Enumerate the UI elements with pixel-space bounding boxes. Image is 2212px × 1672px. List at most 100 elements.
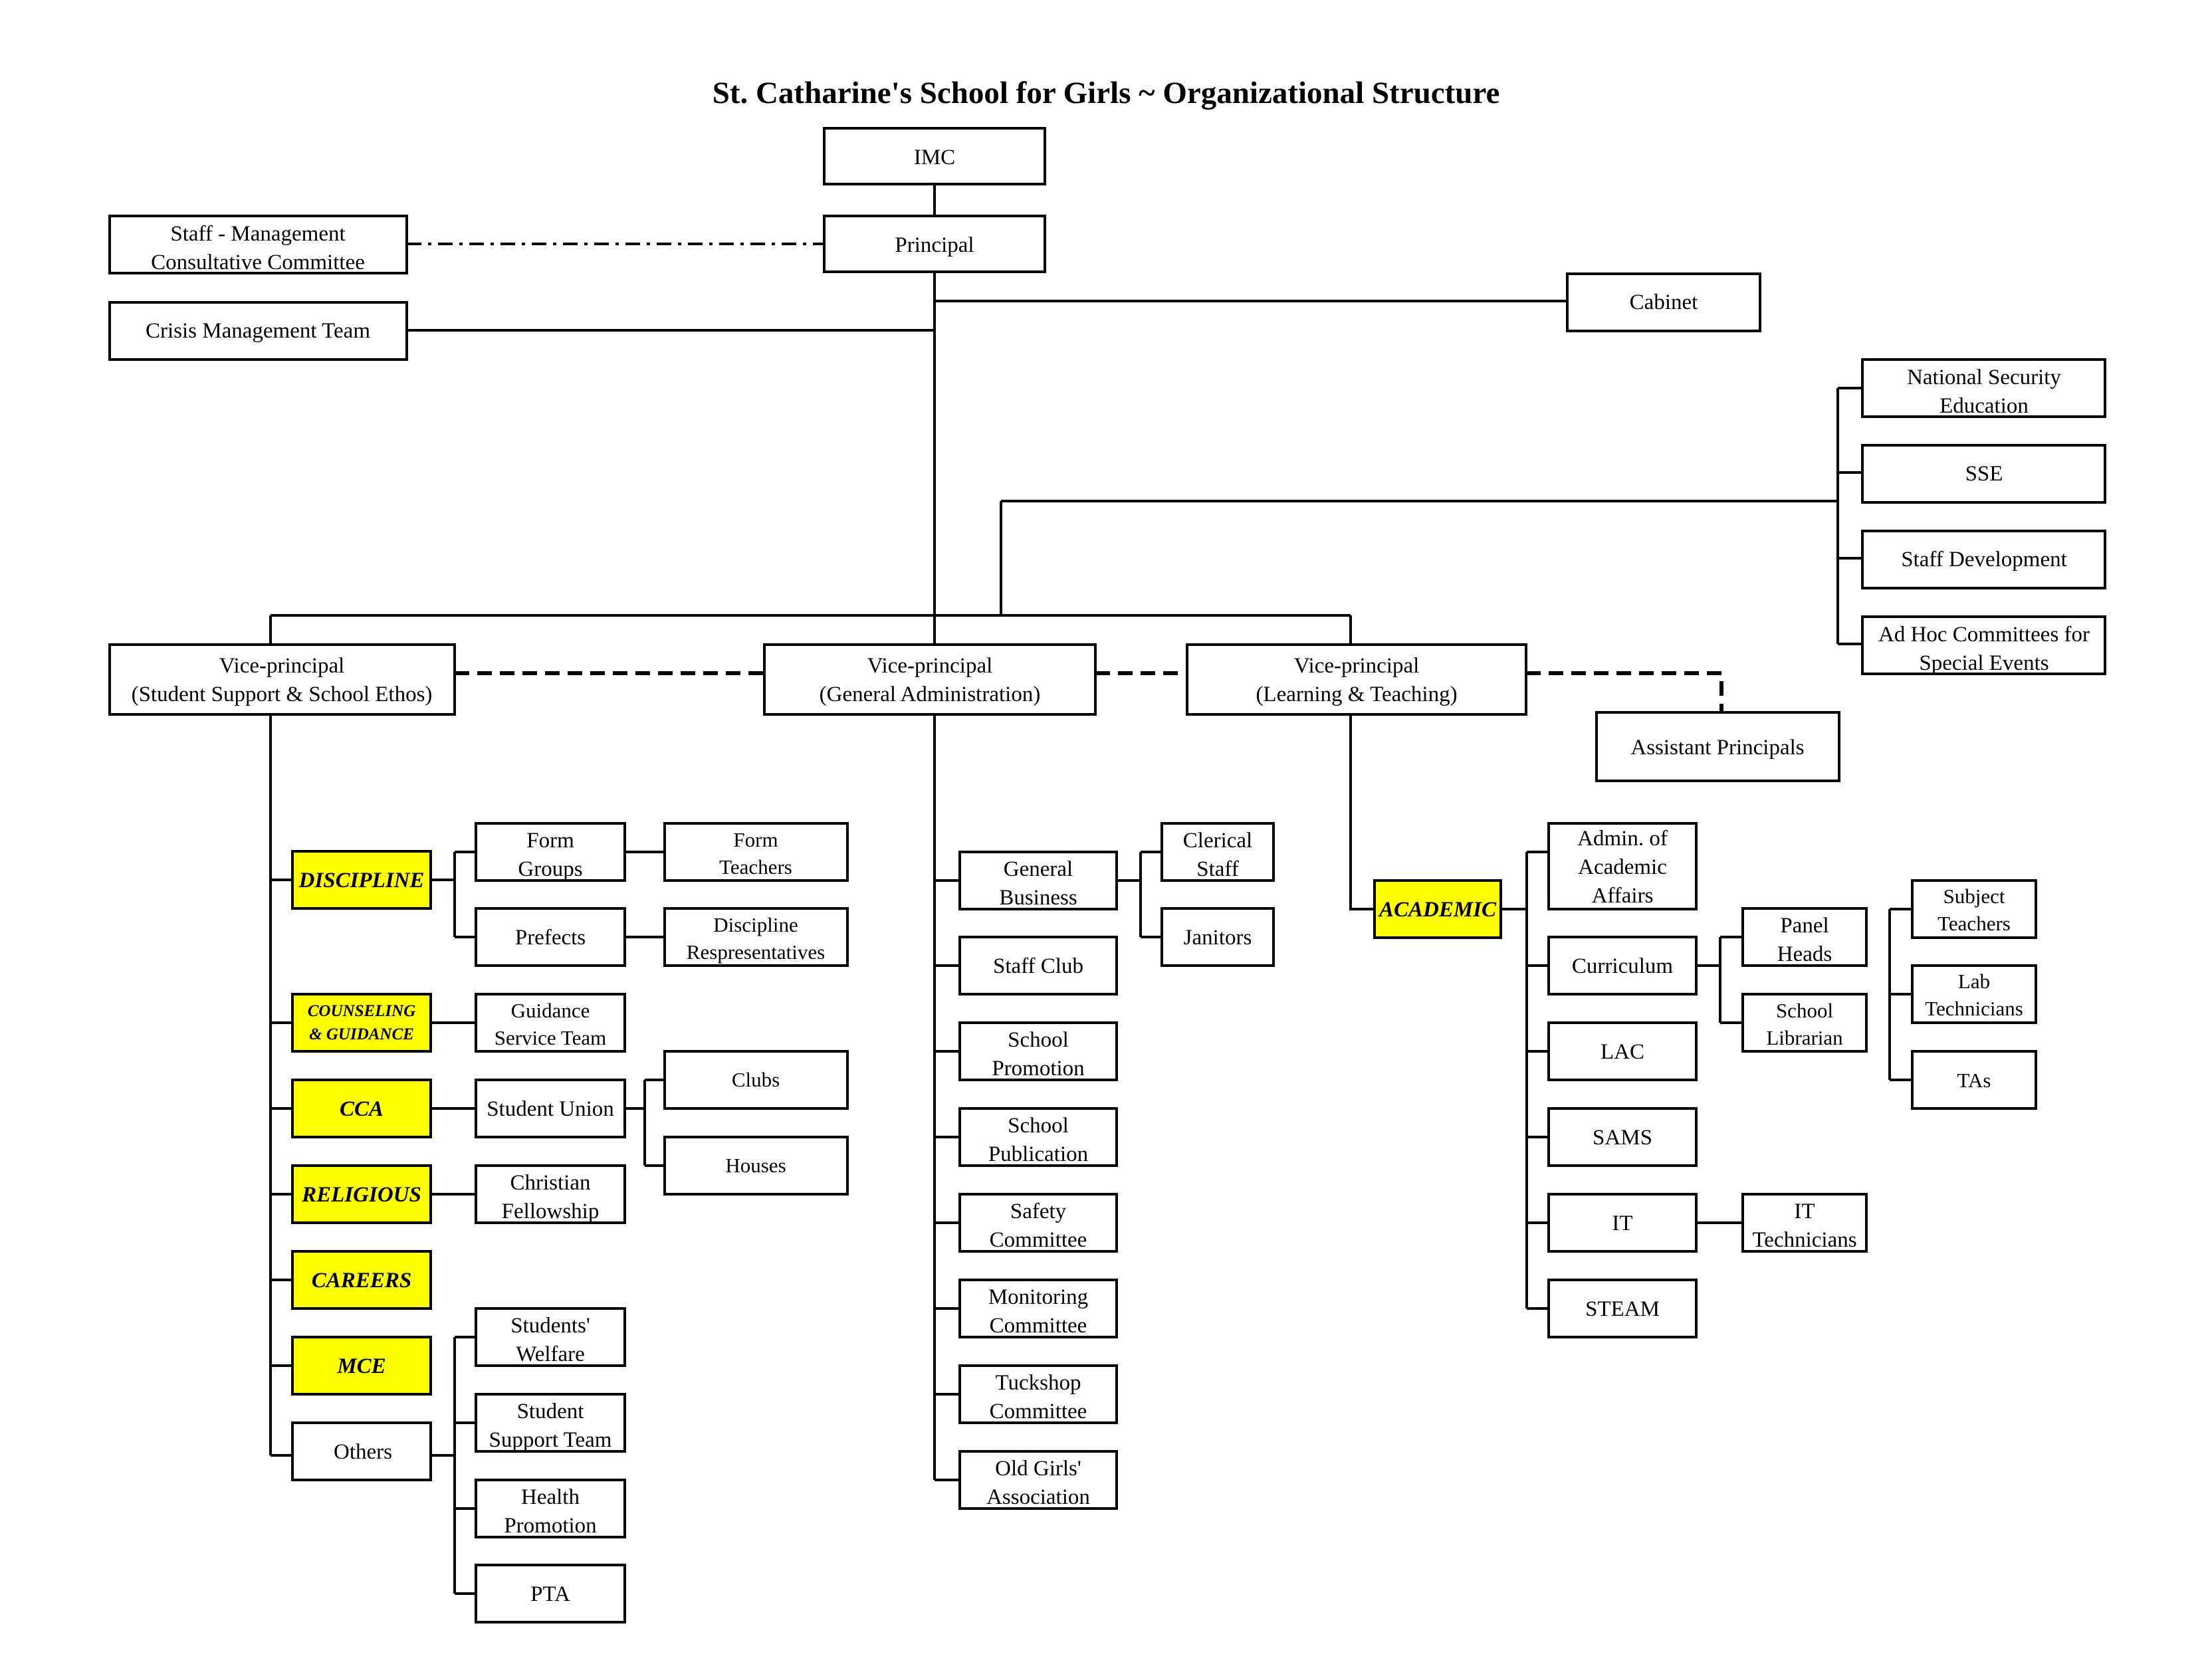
monitoring-label-1: Monitoring	[988, 1285, 1088, 1309]
counseling-label-1: COUNSELING	[308, 1002, 416, 1020]
christian-fellowship-box: Christian Fellowship	[475, 1164, 626, 1224]
form-groups-label-1: Form	[526, 829, 574, 853]
vp-ss-label-1: Vice-principal	[219, 654, 345, 678]
clerical-staff-box: Clerical Staff	[1161, 822, 1275, 882]
librarian-label-1: School	[1776, 999, 1833, 1022]
curriculum-label: Curriculum	[1572, 954, 1673, 978]
nse-label-2: Education	[1939, 394, 2029, 418]
careers-box: CAREERS	[291, 1250, 432, 1310]
counseling-guidance-box: COUNSELING & GUIDANCE	[291, 993, 432, 1053]
general-business-label-1: General	[1004, 857, 1073, 881]
guidance-label-2: Service Team	[495, 1026, 607, 1049]
principal-label: Principal	[895, 233, 974, 257]
clubs-box: Clubs	[663, 1050, 849, 1110]
staff-club-label: Staff Club	[993, 954, 1083, 978]
it-technicians-label-1: IT	[1794, 1200, 1815, 1223]
others-label: Others	[334, 1440, 392, 1464]
general-business-label-2: Business	[999, 886, 1077, 910]
tuckshop-label-1: Tuckshop	[996, 1371, 1081, 1395]
form-groups-box: Form Groups	[475, 822, 626, 882]
academic-label: ACADEMIC	[1378, 898, 1497, 922]
sams-label: SAMS	[1593, 1126, 1652, 1150]
staff-management-label-1: Staff - Management	[170, 222, 345, 246]
tas-label: TAs	[1957, 1069, 1991, 1092]
safety-label-2: Committee	[990, 1228, 1087, 1252]
staff-management-committee-box: Staff - Management Consultative Committe…	[108, 215, 408, 274]
health-promotion-box: Health Promotion	[475, 1479, 626, 1538]
houses-box: Houses	[663, 1136, 849, 1196]
subject-teachers-label-2: Teachers	[1937, 912, 2011, 935]
old-girls-association-box: Old Girls' Association	[958, 1450, 1118, 1510]
imc-box: IMC	[823, 127, 1046, 185]
admin-affairs-label-1: Admin. of	[1577, 827, 1668, 851]
assistant-principals-label: Assistant Principals	[1630, 736, 1804, 760]
general-business-box: General Business	[958, 851, 1118, 910]
support-team-label-1: Student	[517, 1400, 584, 1423]
admin-affairs-label-2: Academic	[1578, 855, 1667, 879]
safety-label-1: Safety	[1010, 1200, 1067, 1223]
discipline-representatives-box: Discipline Respresentatives	[663, 907, 849, 967]
nse-label-1: National Security	[1907, 366, 2061, 389]
publication-label-1: School	[1008, 1114, 1069, 1138]
staff-management-label-2: Consultative Committee	[151, 251, 365, 274]
ad-hoc-committees-box: Ad Hoc Committees for Special Events	[1861, 615, 2106, 675]
it-label: IT	[1612, 1211, 1632, 1235]
discipline-box: DISCIPLINE	[291, 850, 432, 910]
vp-lt-label-2: (Learning & Teaching)	[1256, 682, 1457, 706]
christian-label-2: Fellowship	[502, 1200, 600, 1223]
admin-academic-affairs-box: Admin. of Academic Affairs	[1547, 822, 1698, 910]
vp-student-support-box: Vice-principal (Student Support & School…	[108, 643, 456, 716]
others-box: Others	[291, 1421, 432, 1481]
principal-box: Principal	[823, 215, 1046, 273]
it-technicians-box: IT Technicians	[1741, 1193, 1868, 1253]
imc-label: IMC	[914, 146, 955, 169]
religious-label: RELIGIOUS	[301, 1183, 421, 1207]
ad-hoc-label-1: Ad Hoc Committees for	[1878, 623, 2090, 647]
vp-ga-label-1: Vice-principal	[867, 654, 993, 678]
sse-label: SSE	[1965, 462, 2003, 486]
publication-label-2: Publication	[988, 1142, 1088, 1166]
discipline-reps-label-2: Respresentatives	[687, 940, 825, 964]
promotion-label-2: Promotion	[992, 1057, 1084, 1081]
lac-box: LAC	[1547, 1021, 1698, 1081]
staff-development-label: Staff Development	[1901, 548, 2067, 572]
lab-technicians-label-1: Lab	[1958, 970, 1990, 993]
vp-lt-label-1: Vice-principal	[1294, 654, 1420, 678]
crisis-management-team-box: Crisis Management Team	[108, 301, 408, 361]
clerical-label-2: Staff	[1196, 857, 1239, 881]
houses-label: Houses	[725, 1154, 786, 1177]
counseling-label-2: & GUIDANCE	[309, 1025, 414, 1043]
sams-box: SAMS	[1547, 1107, 1698, 1167]
students-welfare-box: Students' Welfare	[475, 1307, 626, 1367]
student-union-label: Student Union	[487, 1097, 614, 1121]
assistant-principals-box: Assistant Principals	[1595, 711, 1840, 782]
it-technicians-label-2: Technicians	[1752, 1228, 1856, 1252]
tuckshop-committee-box: Tuckshop Committee	[958, 1364, 1118, 1424]
vp-learning-teaching-box: Vice-principal (Learning & Teaching)	[1186, 643, 1527, 716]
health-label-2: Promotion	[504, 1514, 596, 1538]
clerical-label-1: Clerical	[1183, 829, 1252, 853]
curriculum-box: Curriculum	[1547, 936, 1698, 995]
monitoring-label-2: Committee	[990, 1314, 1087, 1338]
steam-box: STEAM	[1547, 1279, 1698, 1338]
janitors-box: Janitors	[1161, 907, 1275, 967]
academic-box: ACADEMIC	[1373, 879, 1502, 939]
panel-heads-box: Panel Heads	[1741, 907, 1868, 967]
lab-technicians-box: Lab Technicians	[1911, 964, 2037, 1024]
cabinet-box: Cabinet	[1566, 272, 1761, 332]
old-girls-label-1: Old Girls'	[995, 1457, 1081, 1481]
pta-label: PTA	[530, 1582, 570, 1606]
mce-label: MCE	[336, 1354, 386, 1378]
steam-label: STEAM	[1585, 1297, 1660, 1321]
sse-box: SSE	[1861, 444, 2106, 504]
discipline-label: DISCIPLINE	[298, 869, 425, 892]
prefects-label: Prefects	[515, 926, 586, 950]
safety-committee-box: Safety Committee	[958, 1193, 1118, 1253]
welfare-label-2: Welfare	[516, 1342, 585, 1366]
mce-box: MCE	[291, 1336, 432, 1396]
ad-hoc-label-2: Special Events	[1919, 651, 2048, 675]
lab-technicians-label-2: Technicians	[1925, 997, 2023, 1020]
guidance-label-1: Guidance	[511, 999, 590, 1022]
health-label-1: Health	[521, 1485, 580, 1509]
